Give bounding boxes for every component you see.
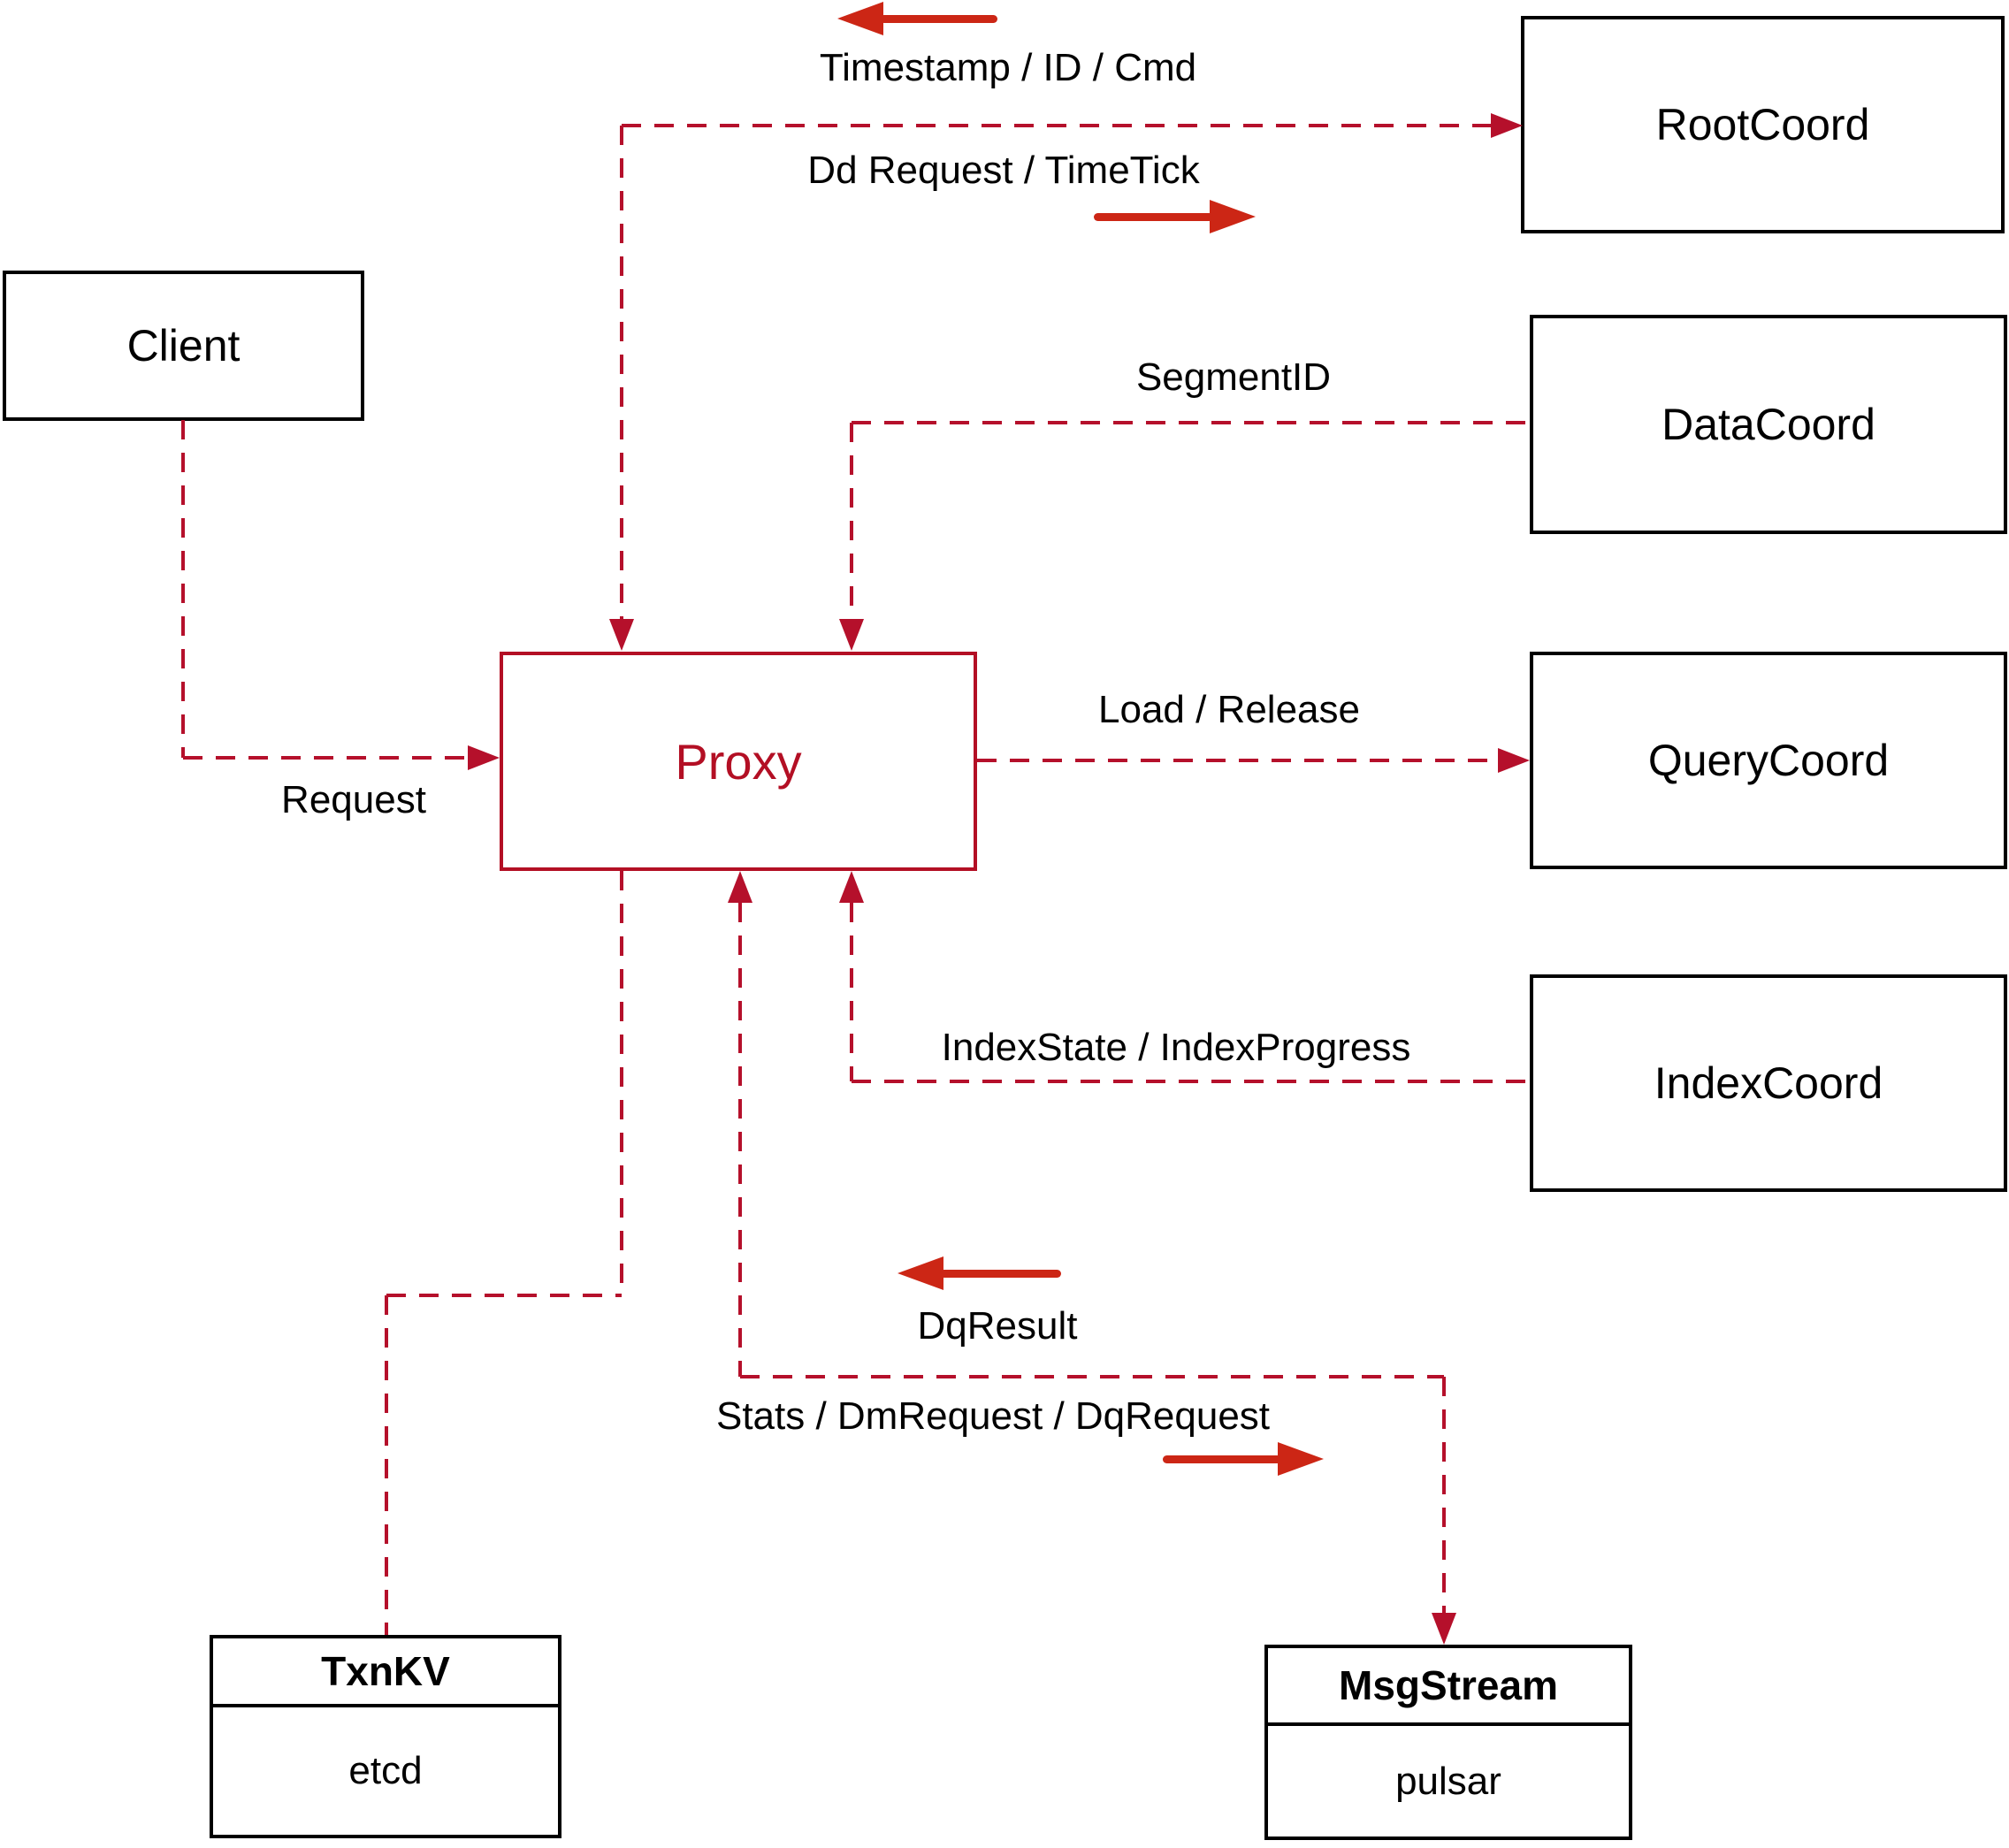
edge-proxy-msgstream-vertical-upper <box>738 903 742 1377</box>
edge-proxy-rootcoord-vertical <box>620 126 623 619</box>
arrowhead-into-proxy-bottom-left-icon <box>728 871 752 903</box>
arrowhead-into-msgstream-icon <box>1432 1613 1456 1645</box>
node-datacoord-label: DataCoord <box>1661 400 1875 449</box>
edge-label-request: Request <box>281 778 426 821</box>
edge-label-segment-id: SegmentID <box>1135 355 1332 399</box>
left-arrow-icon-timestamp <box>837 2 883 35</box>
arrowhead-into-proxy-top-left-icon <box>609 619 634 651</box>
node-querycoord-label: QueryCoord <box>1647 736 1890 785</box>
edge-datacoord-proxy-horizontal <box>852 421 1530 424</box>
node-msgstream: MsgStream pulsar <box>1264 1645 1632 1840</box>
left-arrow-shaft-dq-result <box>940 1270 1061 1278</box>
node-proxy: Proxy <box>500 652 977 871</box>
edge-proxy-txnkv-horizontal <box>386 1294 622 1297</box>
edge-label-stats: Stats / DmRequest / DqRequest <box>715 1394 1271 1438</box>
edge-proxy-msgstream-vertical-lower <box>1442 1377 1446 1613</box>
node-rootcoord: RootCoord <box>1521 16 2005 233</box>
edge-proxy-querycoord <box>977 759 1500 762</box>
node-txnkv: TxnKV etcd <box>210 1635 561 1838</box>
edge-client-proxy-vertical <box>181 420 185 758</box>
edge-proxy-rootcoord-horizontal <box>622 124 1493 127</box>
left-arrow-shaft-timestamp <box>880 15 997 23</box>
arrowhead-into-querycoord-icon <box>1498 748 1530 773</box>
node-msgstream-title: MsgStream <box>1268 1648 1629 1726</box>
node-txnkv-title: TxnKV <box>213 1638 558 1707</box>
edge-proxy-msgstream-horizontal <box>740 1375 1444 1378</box>
edge-label-load-release: Load / Release <box>1098 688 1360 731</box>
node-indexcoord: IndexCoord <box>1530 974 2007 1192</box>
node-proxy-label: Proxy <box>675 733 802 790</box>
node-datacoord: DataCoord <box>1530 315 2007 534</box>
arrowhead-into-proxy-left-icon <box>468 745 500 770</box>
right-arrow-shaft-dd-request <box>1094 213 1213 221</box>
edge-label-dd-request: Dd Request / TimeTick <box>807 149 1200 192</box>
right-arrow-icon-dd-request <box>1210 200 1256 233</box>
node-txnkv-subtitle: etcd <box>348 1749 423 1792</box>
right-arrow-icon-stats <box>1278 1442 1324 1476</box>
node-indexcoord-label: IndexCoord <box>1654 1058 1883 1108</box>
edge-indexcoord-proxy-vertical <box>850 903 853 1081</box>
node-client: Client <box>3 271 364 421</box>
edge-client-proxy-horizontal <box>183 756 470 760</box>
arrowhead-into-proxy-top-right-icon <box>839 619 864 651</box>
edge-indexcoord-proxy-horizontal <box>852 1080 1530 1083</box>
node-rootcoord-label: RootCoord <box>1655 100 1870 149</box>
left-arrow-icon-dq-result <box>898 1256 943 1290</box>
arrowhead-into-proxy-bottom-right-icon <box>839 871 864 903</box>
edge-label-timestamp: Timestamp / ID / Cmd <box>819 46 1197 89</box>
node-querycoord: QueryCoord <box>1530 652 2007 869</box>
arrowhead-into-rootcoord-icon <box>1491 113 1523 138</box>
edge-datacoord-proxy-vertical <box>850 423 853 619</box>
edge-proxy-txnkv-vertical-lower <box>385 1295 388 1635</box>
edge-label-index-state: IndexState / IndexProgress <box>941 1026 1411 1069</box>
node-client-label: Client <box>126 321 241 370</box>
node-msgstream-subtitle: pulsar <box>1395 1759 1501 1803</box>
edge-label-dq-result: DqResult <box>917 1304 1078 1348</box>
edge-proxy-txnkv-vertical-upper <box>620 871 623 1295</box>
right-arrow-shaft-stats <box>1163 1455 1281 1463</box>
